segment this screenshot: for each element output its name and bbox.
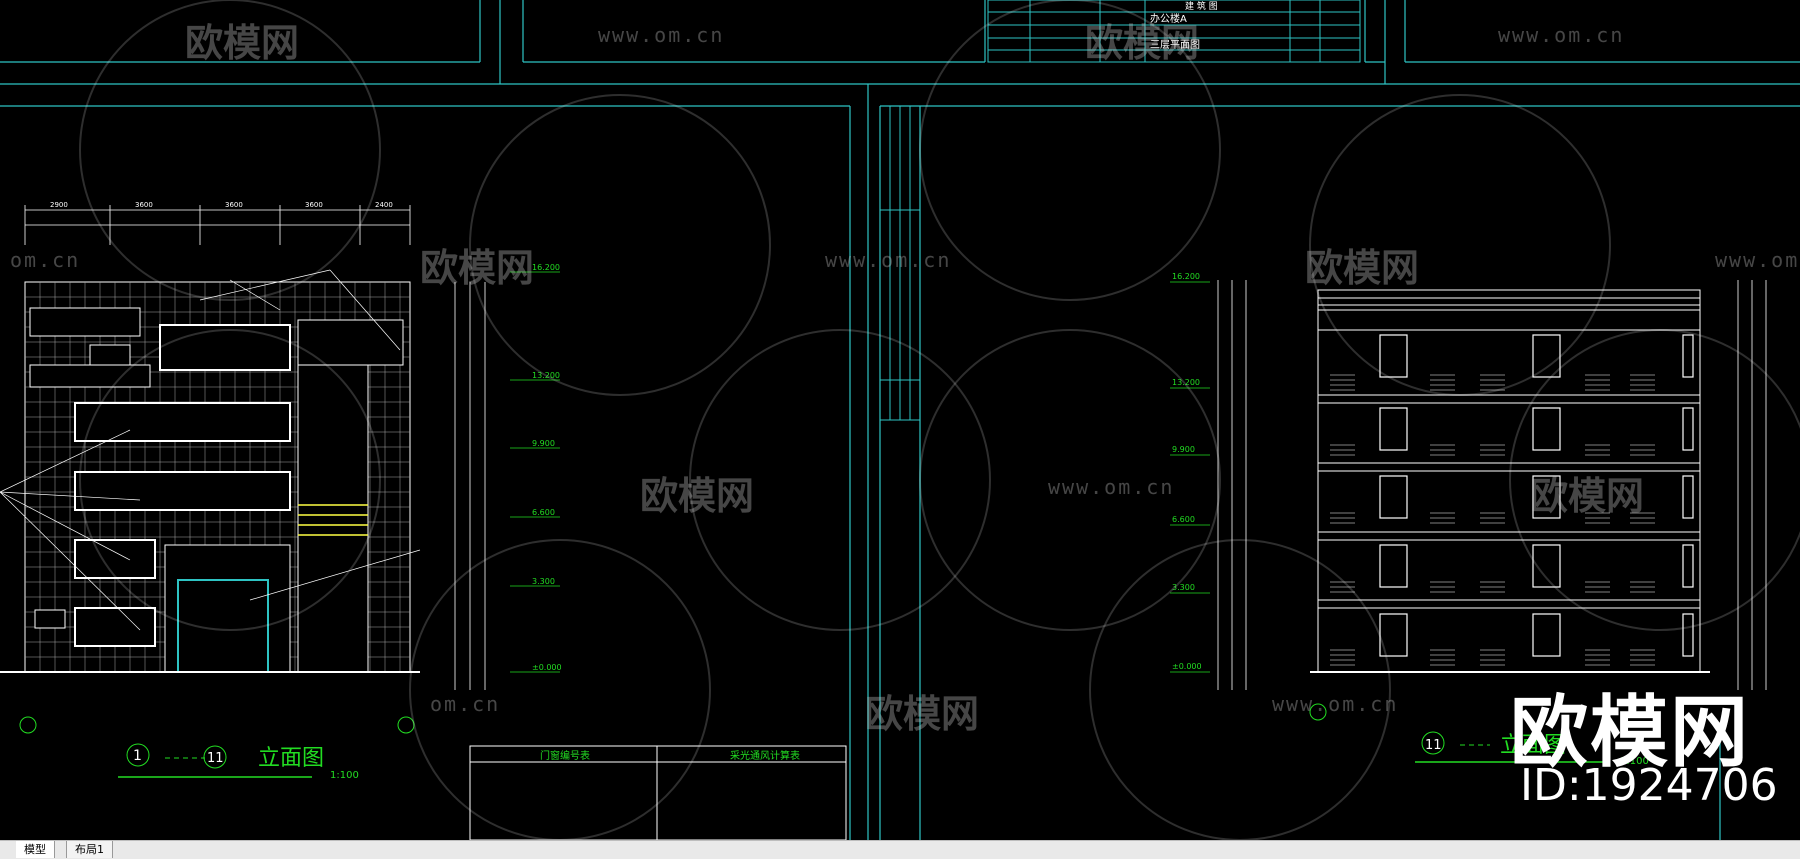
right-axis-start-label: 11 — [1425, 738, 1442, 753]
dim-label: 3600 — [225, 201, 243, 209]
axis-bubbles-left — [19, 716, 415, 769]
elevation-label: ±0.000 — [1172, 662, 1202, 671]
axis-start-label: 1 — [133, 748, 142, 764]
watermark-url: www.om.cn — [1048, 475, 1175, 499]
watermark-logo: 欧模网 — [420, 246, 535, 290]
bottom-table — [469, 745, 847, 840]
watermark-url: om.cn — [10, 248, 81, 272]
right-drawing-scale: 1:100 — [1620, 756, 1649, 767]
watermark-logo: 欧模网 — [1305, 246, 1420, 290]
watermark-circles — [79, 0, 1800, 840]
title-block-project: 办公楼A — [1150, 12, 1187, 25]
elevation-label: 13.200 — [532, 371, 560, 380]
elevation-label: 6.600 — [532, 508, 555, 517]
top-dimensions — [24, 205, 411, 245]
watermark-id: ID:1924706 — [1520, 760, 1778, 811]
dim-label: 2400 — [375, 201, 393, 209]
dim-label: 3600 — [135, 201, 153, 209]
right-side-dimensions — [1217, 280, 1767, 690]
elevation-label: ±0.000 — [532, 663, 562, 672]
watermark-logo: 欧模网 — [640, 474, 755, 518]
watermark-url: www.om.cn — [825, 248, 952, 272]
right-windows — [1379, 334, 1694, 657]
elevation-marks-right — [1170, 281, 1210, 673]
highlight-lines — [298, 504, 368, 536]
tab-model[interactable]: 模型 — [16, 841, 55, 858]
table-header-ventilation: 采光通风计算表 — [730, 749, 800, 762]
sheet-frames — [0, 84, 1800, 840]
elevation-label: 16.200 — [1172, 272, 1200, 281]
elevation-label: 3.300 — [532, 577, 555, 586]
watermark-url: www.om.cn — [1272, 692, 1399, 716]
elevation-label: 9.900 — [1172, 445, 1195, 454]
elevation-label: 13.200 — [1172, 378, 1200, 387]
watermark-logo: 欧模网 — [185, 21, 300, 65]
right-elevation — [1310, 289, 1710, 673]
top-frames — [0, 0, 1800, 85]
layout-tab-bar: 模型 布局1 — [0, 840, 1800, 859]
top-dimension-labels: 2900 3600 3600 3600 2400 — [50, 201, 393, 209]
watermark-url: www.om.cn — [1498, 23, 1625, 47]
right-drawing-title: 立面图 — [1500, 733, 1566, 758]
watermark-logo: 欧模网 — [865, 692, 980, 736]
table-header-doors: 门窗编号表 — [540, 749, 590, 762]
dim-label: 3600 — [305, 201, 323, 209]
elevation-labels-right: 16.200 13.200 9.900 6.600 3.300 ±0.000 — [1172, 272, 1202, 671]
elevation-label: 3.300 — [1172, 583, 1195, 592]
watermark-logo: 欧模网 — [1085, 21, 1200, 65]
title-block — [987, 0, 1361, 63]
left-drawing-scale: 1:100 — [330, 770, 359, 781]
side-dimensions — [454, 282, 486, 690]
left-strip — [880, 106, 920, 421]
watermark-url: om.cn — [430, 692, 501, 716]
axis-bubbles-right — [1309, 703, 1445, 755]
left-elevation — [0, 281, 420, 673]
elevation-label: 6.600 — [1172, 515, 1195, 524]
left-drawing-title: 立面图 — [258, 746, 324, 771]
elevation-marks-left — [510, 271, 560, 673]
watermark-url: www.om.cn — [598, 23, 725, 47]
watermark-logo: 欧模网 — [1530, 474, 1645, 518]
title-block-drawing: 三层平面图 — [1150, 39, 1200, 51]
cad-model-space[interactable]: 建 筑 图 办公楼A 三层平面图 门窗编号表 采光通风计算表 — [0, 0, 1800, 840]
watermark-url: www.om.cn — [1715, 248, 1800, 272]
elevation-label: 9.900 — [532, 439, 555, 448]
elevation-labels-left: 16.200 13.200 9.900 6.600 3.300 ±0.000 — [532, 263, 562, 672]
axis-end-label: 11 — [207, 751, 224, 766]
tab-layout1[interactable]: 布局1 — [66, 841, 113, 858]
elevation-label: 16.200 — [532, 263, 560, 272]
right-louvers — [1330, 374, 1655, 666]
title-block-header: 建 筑 图 — [1185, 0, 1218, 12]
leader-lines — [0, 269, 421, 631]
dim-label: 2900 — [50, 201, 68, 209]
watermark-big-logo: 欧模网 — [1510, 688, 1751, 778]
